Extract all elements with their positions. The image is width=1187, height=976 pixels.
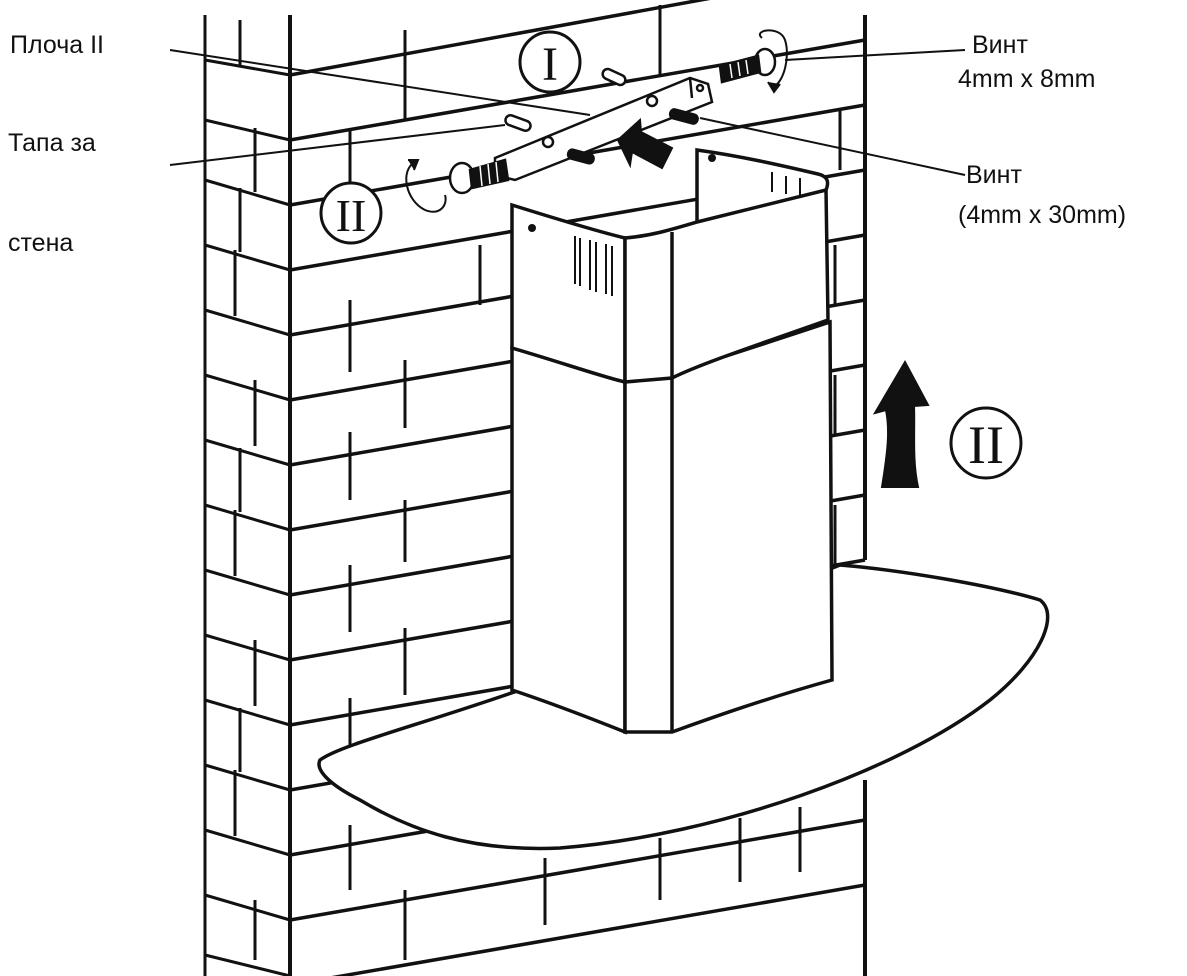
screw-large-label-line1: Винт (966, 161, 1022, 189)
lower-chimney (510, 319, 834, 735)
screw-large (448, 158, 510, 195)
wall-plugs (504, 67, 699, 165)
wall-plug-label-line2: стена (8, 229, 74, 257)
step-1-marker: I (542, 38, 558, 91)
wall-plug-label-line1: Тапа за (8, 129, 96, 157)
leader-lines (169, 49, 966, 176)
wall-head-joints (348, 5, 842, 960)
step-2-left-marker: II (336, 190, 367, 241)
screw-small-label-line2: 4mm x 8mm (958, 65, 1096, 93)
step-2-left-circle (319, 181, 383, 245)
screw-small (718, 47, 777, 84)
rotation-arrows (405, 29, 788, 213)
push-arrow (616, 117, 674, 170)
upper-chimney (510, 147, 830, 385)
step-2-right-marker: II (968, 415, 1004, 475)
step-2-right-circle (949, 406, 1023, 480)
screw-small-label-line1: Винт (972, 31, 1028, 59)
plate-label: Плоча II (10, 31, 104, 59)
lift-arrow (872, 359, 930, 488)
wall-left-face-courses (204, 20, 291, 976)
screw-large-label-line2: (4mm x 30mm) (958, 201, 1127, 229)
step-circles (319, 30, 1023, 480)
step-1-circle (518, 30, 582, 94)
